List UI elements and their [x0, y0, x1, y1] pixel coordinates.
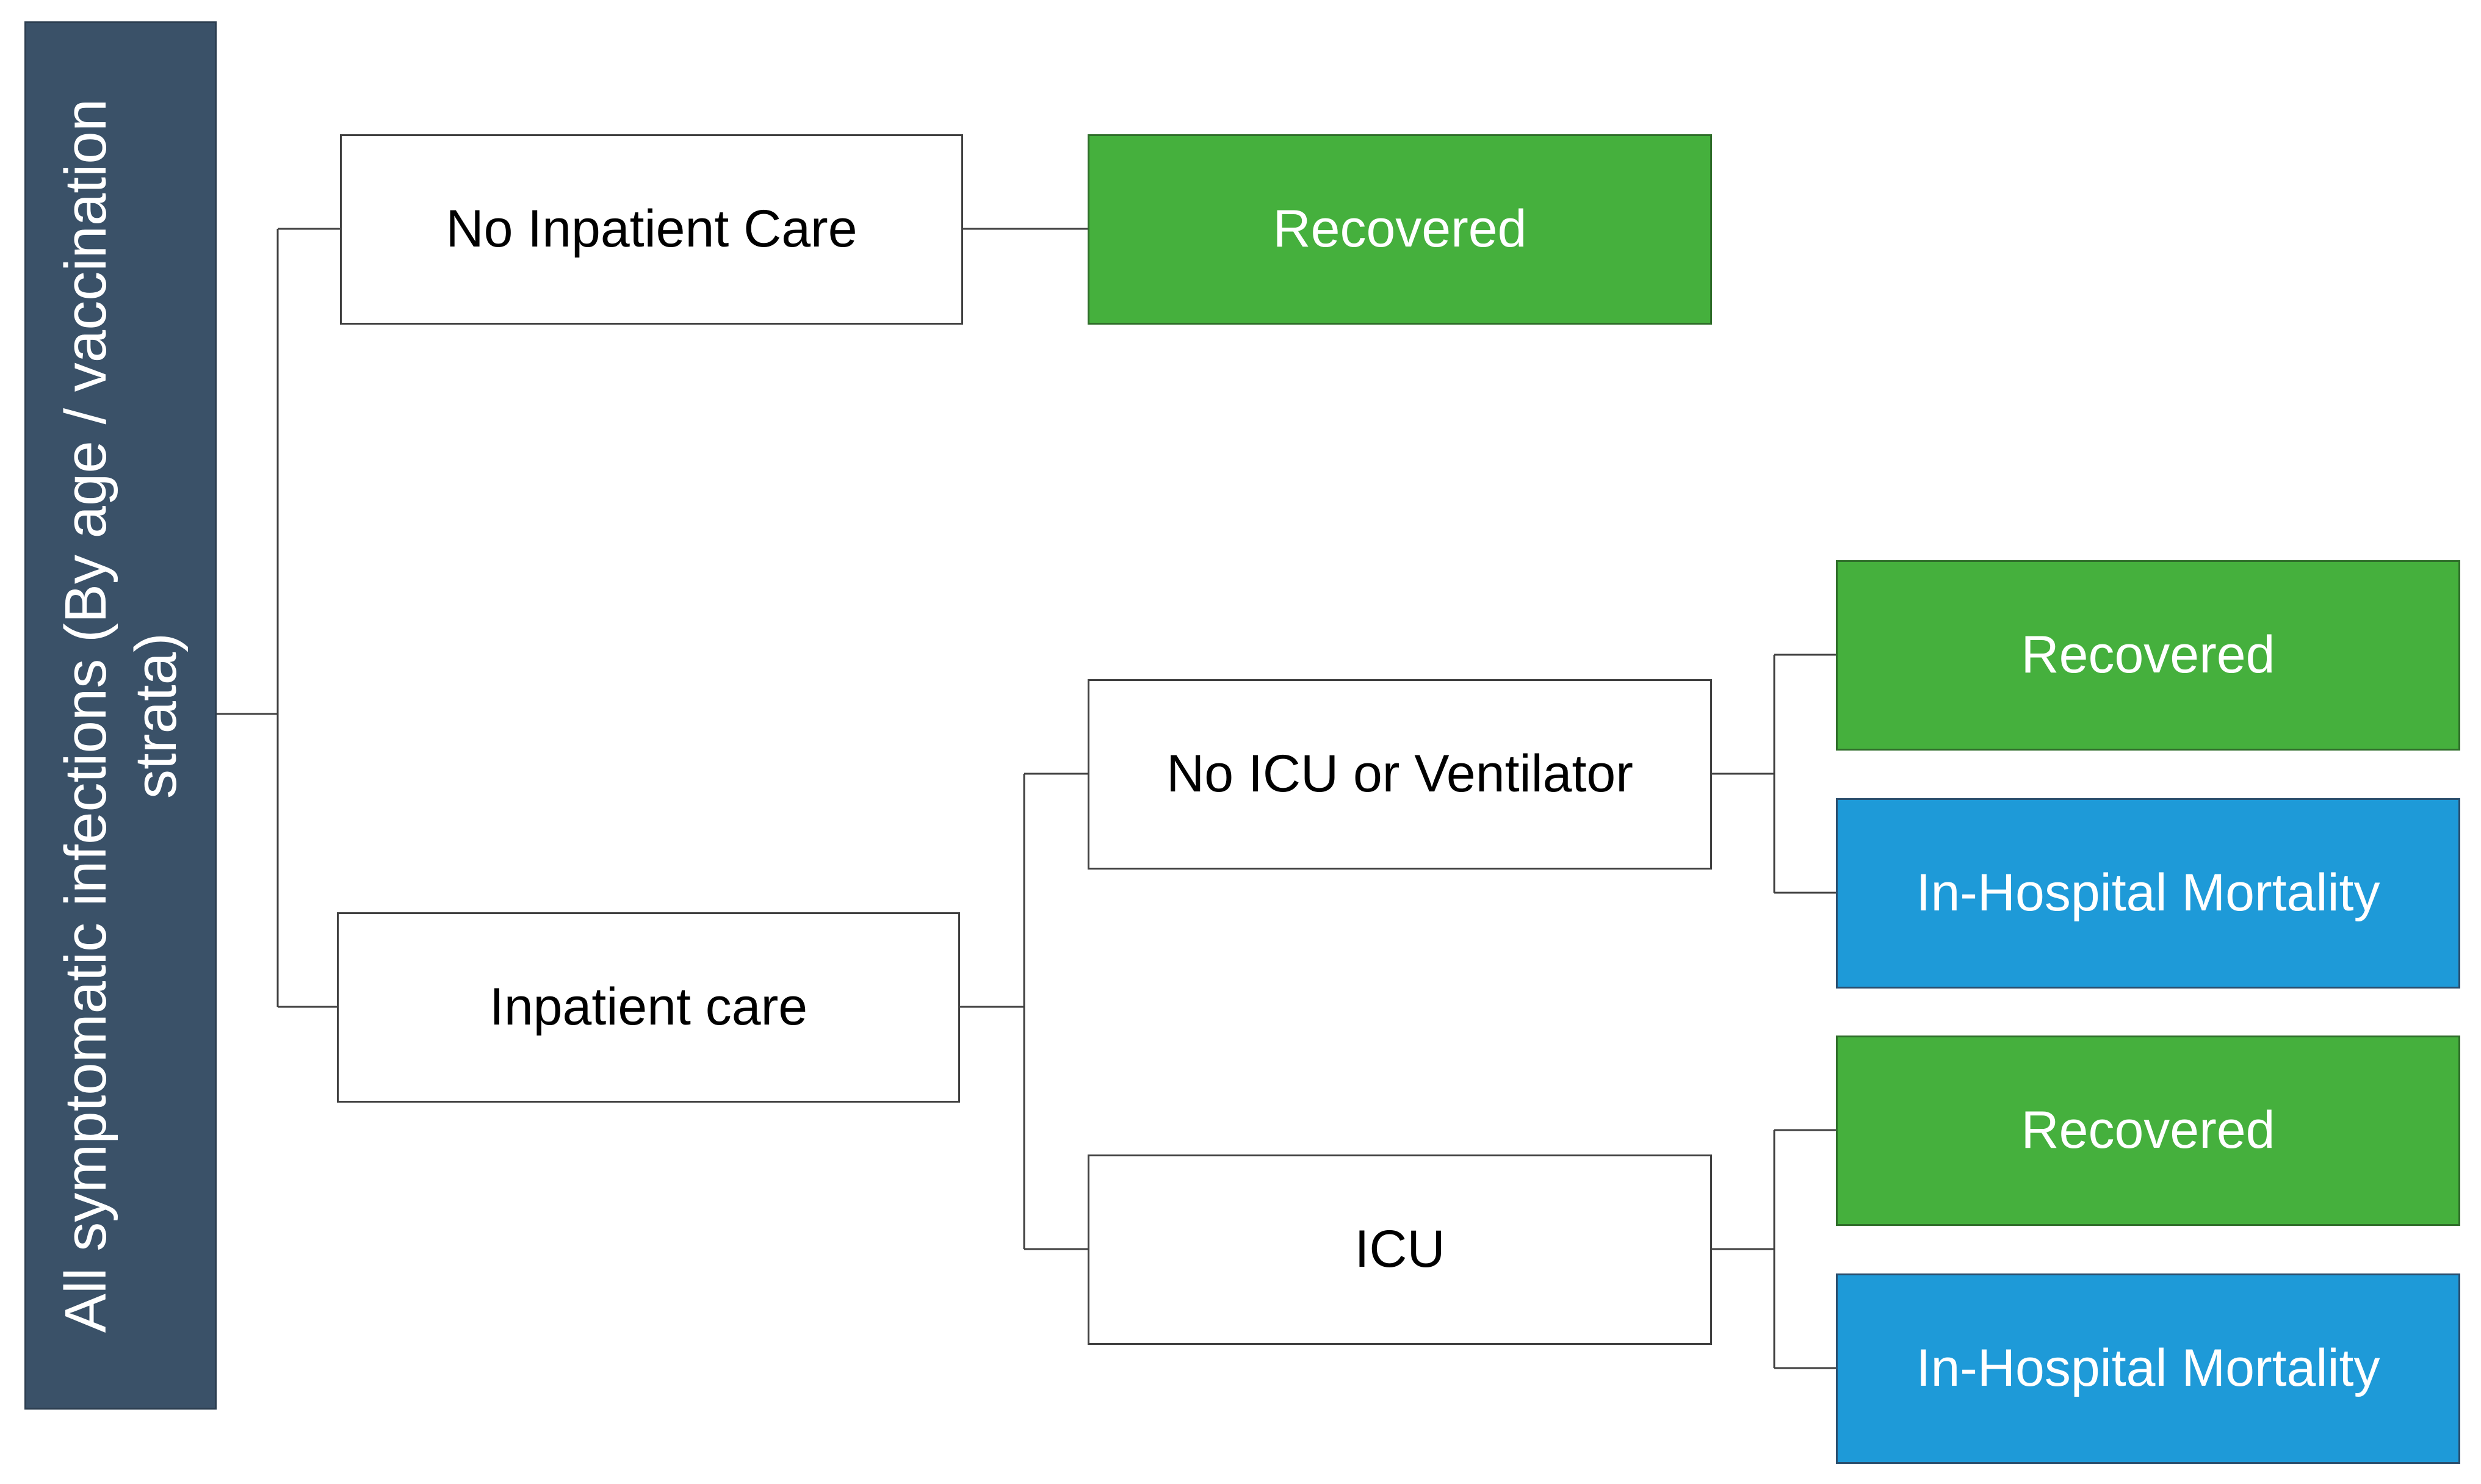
root-node: All symptomatic infections (By age / vac…	[24, 21, 217, 1410]
icu-recovered-label: Recovered	[2021, 1101, 2275, 1160]
icu-mortality-node: In-Hospital Mortality	[1836, 1273, 2460, 1464]
no-icu-recovered-label: Recovered	[2021, 625, 2275, 685]
icu-mortality-label: In-Hospital Mortality	[1916, 1339, 2380, 1398]
outpatient-recovered-label: Recovered	[1273, 200, 1527, 259]
no-inpatient-care-node: No Inpatient Care	[340, 134, 963, 325]
inpatient-care-label: Inpatient care	[489, 978, 808, 1037]
icu-label: ICU	[1354, 1220, 1445, 1279]
no-inpatient-care-label: No Inpatient Care	[446, 200, 858, 259]
no-icu-mortality-node: In-Hospital Mortality	[1836, 798, 2460, 989]
icu-node: ICU	[1088, 1154, 1712, 1345]
no-icu-node: No ICU or Ventilator	[1088, 679, 1712, 870]
icu-recovered-node: Recovered	[1836, 1036, 2460, 1226]
outpatient-recovered-node: Recovered	[1088, 134, 1712, 325]
root-node-label: All symptomatic infections (By age / vac…	[52, 98, 189, 1333]
no-icu-label: No ICU or Ventilator	[1166, 744, 1633, 804]
no-icu-mortality-label: In-Hospital Mortality	[1916, 863, 2380, 923]
no-icu-recovered-node: Recovered	[1836, 560, 2460, 751]
inpatient-care-node: Inpatient care	[337, 912, 960, 1103]
